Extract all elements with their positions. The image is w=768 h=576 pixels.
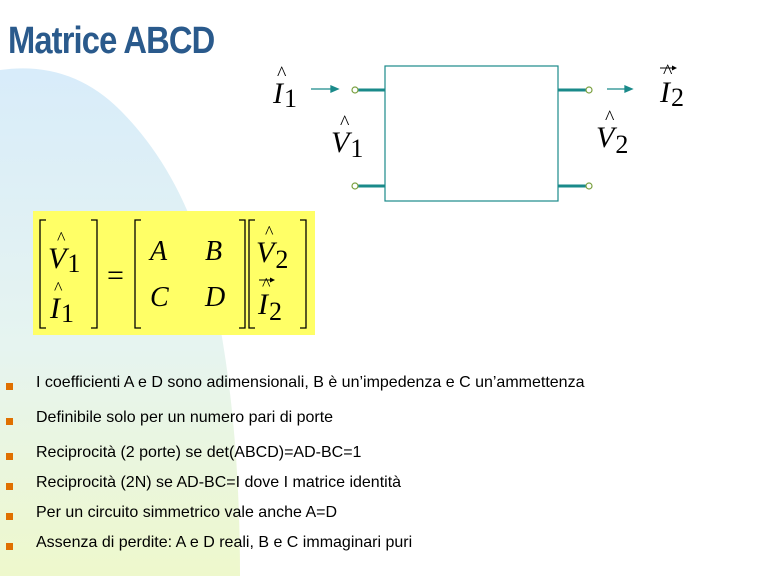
bullet-marker [6, 383, 13, 390]
vector-arrow-head [672, 65, 677, 71]
rhs-right-bracket [300, 219, 307, 329]
lhs-top: V1 [48, 242, 80, 278]
hat: ^ [663, 61, 673, 83]
hat: ^ [265, 222, 274, 242]
port2-top-terminal [585, 86, 593, 94]
hat: ^ [54, 278, 63, 298]
bullet-marker [6, 418, 13, 425]
lhs-left-bracket [39, 219, 46, 329]
port1-bottom-terminal [351, 182, 359, 190]
bullet-marker [6, 513, 13, 520]
bullet-marker [6, 483, 13, 490]
port2-bottom-terminal [585, 182, 593, 190]
bullet-item: Definibile solo per un numero pari di po… [36, 409, 334, 426]
bullet-item: I coefficienti A e D sono adimensionali,… [36, 374, 585, 391]
bullet-item: Reciprocità (2 porte) se det(ABCD)=AD-BC… [36, 444, 362, 461]
port2-voltage-label: V2 [596, 121, 628, 159]
matrix-d: D [204, 282, 225, 313]
rhs-bottom: I2 [257, 288, 282, 326]
vector-arrow-head [270, 277, 275, 283]
matrix-a: A [148, 236, 168, 267]
port1-voltage-label: V1 [331, 126, 363, 163]
bullet-marker [6, 453, 13, 460]
lhs-bottom: I1 [49, 292, 74, 328]
matrix-left-bracket [134, 219, 141, 329]
port1-top-terminal [351, 86, 359, 94]
bullet-item: Assenza di perdite: A e D reali, B e C i… [36, 534, 413, 551]
lhs-right-bracket [91, 219, 98, 329]
port2-current-label: I2 [659, 76, 684, 112]
matrix-right-bracket [239, 219, 246, 329]
hat: ^ [57, 228, 66, 248]
port2-current-arrow [607, 85, 634, 93]
hat: ^ [605, 107, 615, 129]
hat: ^ [277, 63, 287, 85]
hat: ^ [262, 274, 271, 294]
bullet-item: Per un circuito simmetrico vale anche A=… [36, 504, 338, 521]
matrix-b: B [205, 236, 222, 267]
network-box [384, 65, 559, 202]
rhs-top: V2 [256, 236, 288, 274]
matrix-c: C [150, 282, 169, 313]
hat: ^ [340, 112, 350, 134]
equals-sign: = [107, 259, 124, 292]
rhs-left-bracket [248, 219, 255, 329]
port1-current-label: I1 [272, 77, 297, 113]
equation-highlight [33, 211, 315, 335]
bullet-marker [6, 543, 13, 550]
port1-current-arrow [311, 85, 340, 93]
page-title: Matrice ABCD [8, 20, 215, 62]
bullet-item: Reciprocità (2N) se AD-BC=I dove I matri… [36, 474, 402, 491]
